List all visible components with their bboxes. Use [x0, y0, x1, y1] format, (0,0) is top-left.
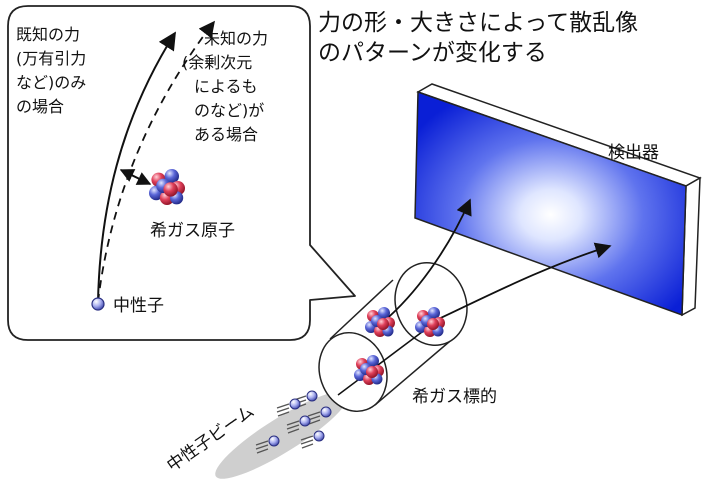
scatter-trajectory-lower	[431, 242, 612, 323]
known-force-line-4: の場合	[16, 97, 64, 116]
unknown-force-trajectory	[97, 20, 215, 303]
neutron-label: 中性子	[113, 296, 164, 316]
known-force-line-2: (万有引力	[16, 49, 86, 68]
target-cylinder	[318, 262, 468, 412]
detector	[414, 83, 702, 317]
title-line-2: のパターンが変化する	[318, 40, 547, 66]
noble-gas-atom-label: 希ガス原子	[150, 221, 235, 241]
unknown-force-line-1: 未知の力	[204, 29, 268, 48]
inset-bubble	[7, 5, 356, 341]
unknown-force-line-2: (余剰次元	[182, 53, 252, 72]
force-arrow	[119, 169, 152, 185]
inset-neutron	[91, 297, 105, 311]
detector-label: 検出器	[608, 143, 659, 163]
unknown-force-line-5: ある場合	[194, 125, 258, 144]
unknown-force-line-3: によるも	[194, 77, 258, 96]
known-force-trajectory	[97, 31, 176, 303]
title-line-1: 力の形・大きさによって散乱像	[318, 10, 638, 36]
scatter-trajectory-upper	[382, 198, 472, 323]
known-force-line-1: 既知の力	[16, 25, 80, 44]
known-force-line-3: など)のみ	[16, 73, 86, 92]
noble-gas-target-label: 希ガス標的	[412, 387, 497, 407]
target-atom-1	[365, 307, 395, 337]
unknown-force-line-4: のなど)が	[194, 101, 264, 120]
